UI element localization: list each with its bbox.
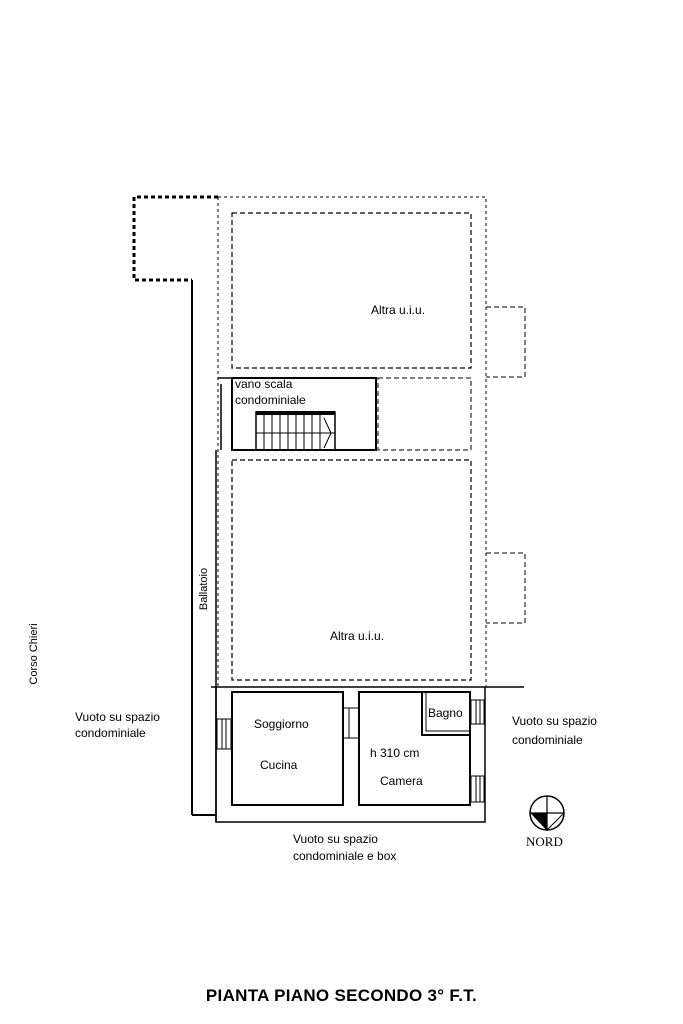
room-label-cucina: Cucina: [260, 758, 298, 772]
void-left-2: condominiale: [75, 726, 146, 740]
void-bottom-1: Vuoto su spazio: [293, 832, 378, 846]
courtyard-outline: [132, 195, 218, 282]
stairwell-label-1: vano scala: [235, 377, 293, 391]
apartment-outer-wall: [215, 687, 486, 823]
plan-title: PIANTA PIANO SECONDO 3° F.T.: [205, 986, 478, 1005]
void-right-1: Vuoto su spazio: [512, 714, 597, 728]
ceiling-height: h 310 cm: [370, 746, 420, 760]
unit-label-upper: Altra u.i.u.: [371, 303, 426, 317]
void-left-1: Vuoto su spazio: [75, 710, 160, 724]
room-bagno: [421, 692, 470, 736]
room-label-camera: Camera: [380, 774, 423, 788]
room-label-bagno: Bagno: [428, 706, 463, 720]
void-bottom-2: condominiale e box: [293, 849, 397, 863]
room-label-soggiorno: Soggiorno: [254, 717, 309, 731]
stairwell-label-2: condominiale: [235, 393, 306, 407]
building-outline: [217, 196, 487, 687]
unit-label-lower: Altra u.i.u.: [330, 629, 385, 643]
street-label: Corso Chieri: [28, 623, 40, 685]
room-camera: [358, 691, 471, 806]
lower-unit-outline: [231, 459, 472, 681]
compass-label: NORD: [526, 834, 563, 849]
north-compass-icon: [529, 795, 565, 832]
room-soggiorno: [231, 691, 344, 806]
void-right-2: condominiale: [512, 733, 583, 747]
upper-unit-outline: [231, 212, 472, 369]
gallery-label: Ballatoio: [198, 567, 210, 611]
